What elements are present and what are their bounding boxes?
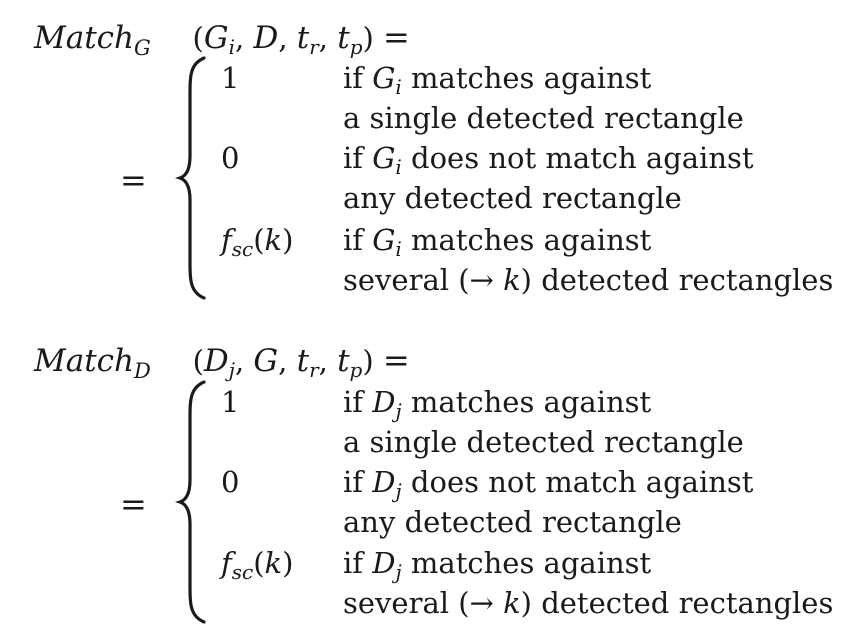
arg-1: G: [203, 20, 229, 56]
case-value: 0: [221, 141, 240, 175]
case-condition-line2: a single detected rectangle: [343, 101, 744, 135]
equation-lhs: MatchG (Gi, D, tr, tp) =: [34, 18, 410, 60]
case-value: fsc(k): [221, 223, 294, 261]
func-name: Match: [34, 343, 135, 379]
case-value: fsc(k): [221, 546, 294, 584]
left-brace-icon: [174, 380, 206, 624]
case-condition-line1: if Dj does not match against: [343, 465, 754, 503]
case-value: 0: [221, 465, 240, 499]
arg-3: t: [296, 20, 310, 56]
equation-lhs: MatchD (Dj, G, tr, tp) =: [34, 341, 410, 383]
equals-sign-cases: =: [120, 485, 147, 523]
arg-3-subscript: r: [309, 358, 319, 382]
case-condition-line2: several (→ k) detected rectangles: [343, 263, 834, 297]
left-brace-icon: [174, 56, 206, 300]
arg-3-subscript: r: [309, 35, 319, 59]
case-condition-line2: any detected rectangle: [343, 505, 682, 539]
arg-1-subscript: j: [228, 358, 235, 382]
arg-2: D: [253, 20, 279, 56]
arg-4-subscript: p: [349, 358, 363, 382]
arg-1-subscript: i: [228, 35, 236, 59]
case-value: 1: [221, 385, 240, 419]
arg-4: t: [337, 20, 350, 56]
arg-1: D: [203, 343, 229, 379]
func-name: Match: [34, 20, 135, 56]
equals-sign-cases: =: [120, 161, 147, 199]
case-condition-line2: a single detected rectangle: [343, 425, 744, 459]
arg-2: G: [253, 343, 279, 379]
case-condition-line1: if Dj matches against: [343, 385, 652, 423]
case-condition-line2: any detected rectangle: [343, 181, 682, 215]
equals-sign: =: [382, 341, 410, 379]
arg-4-subscript: p: [349, 35, 363, 59]
case-value: 1: [221, 61, 240, 95]
case-condition-line1: if Gi matches against: [343, 223, 652, 261]
arg-3: t: [296, 343, 310, 379]
arg-4: t: [337, 343, 350, 379]
case-condition-line1: if Gi does not match against: [343, 141, 754, 179]
func-subscript: D: [134, 359, 151, 383]
case-condition-line2: several (→ k) detected rectangles: [343, 586, 834, 620]
case-condition-line1: if Dj matches against: [343, 546, 652, 584]
case-condition-line1: if Gi matches against: [343, 61, 652, 99]
func-subscript: G: [134, 36, 151, 60]
equals-sign: =: [383, 18, 410, 56]
